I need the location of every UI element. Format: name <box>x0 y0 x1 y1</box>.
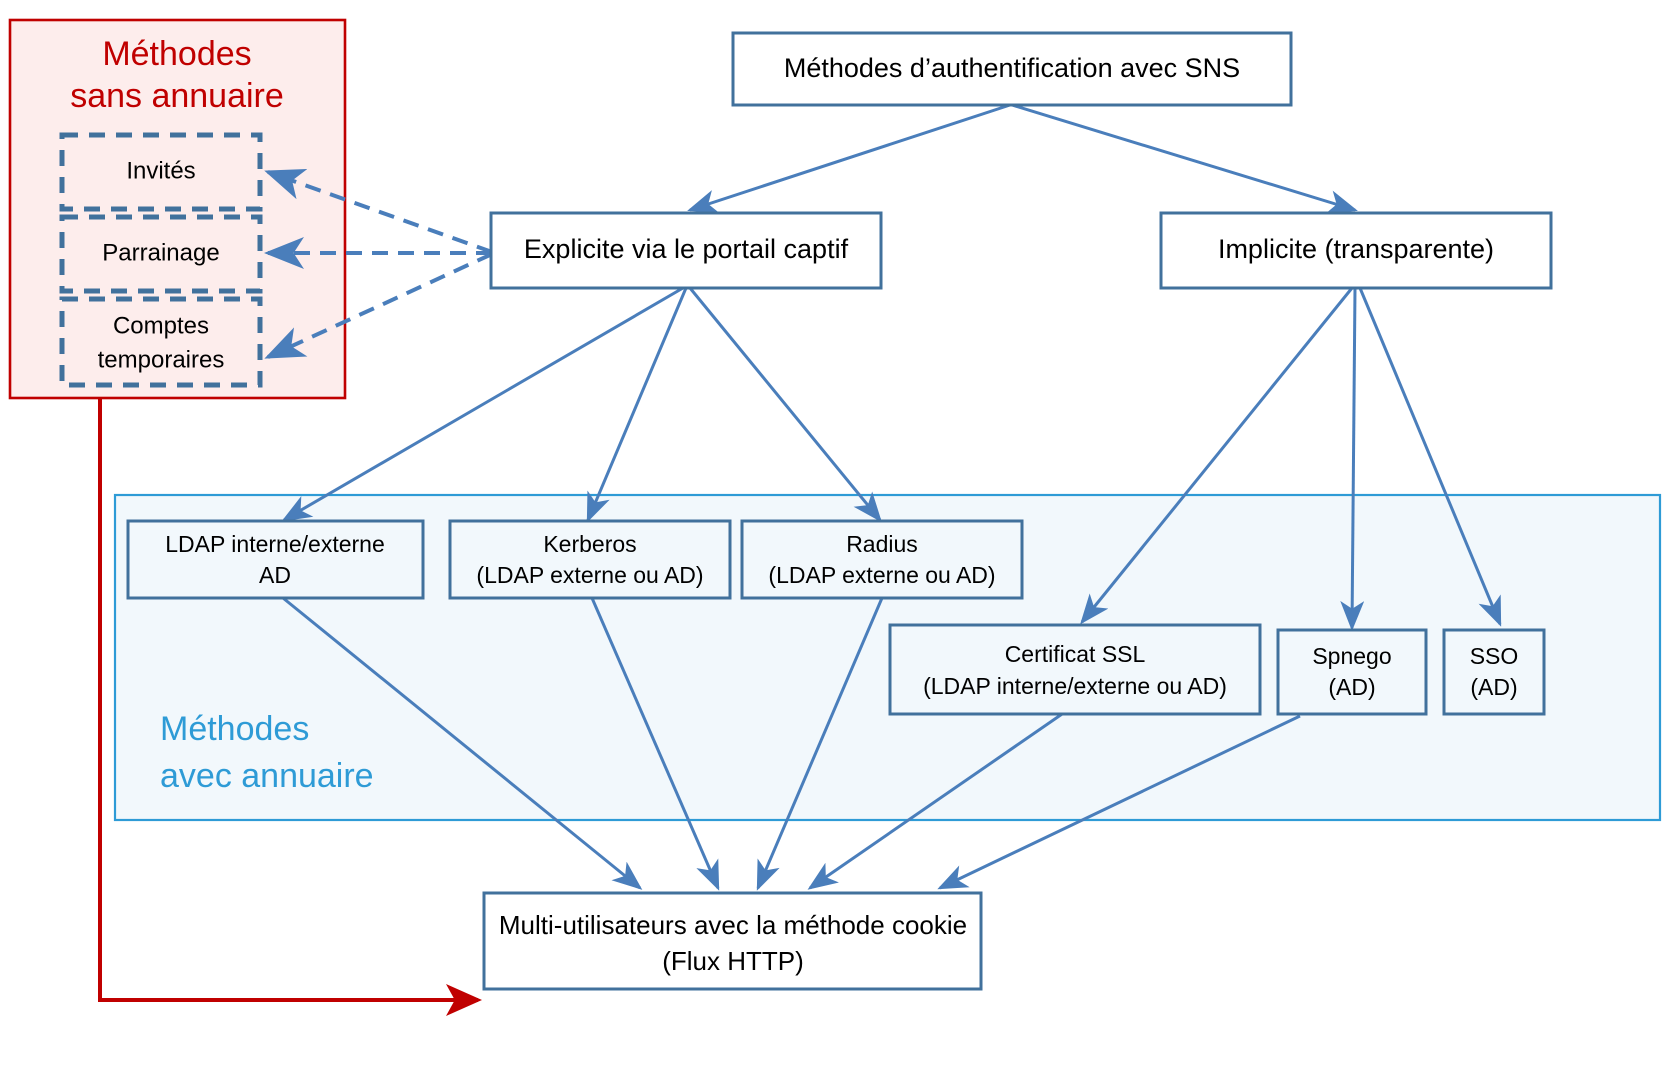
node-explicite-label: Explicite via le portail captif <box>524 234 849 264</box>
node-radius-label-line1: Radius <box>846 531 918 557</box>
arrow-explicite-to-kerberos <box>586 287 688 523</box>
arrow-radius-to-multi <box>756 597 884 891</box>
node-implicite[interactable]: Implicite (transparente) <box>1159 211 1553 290</box>
arrow-sans-annuaire-to-multi <box>98 398 482 1016</box>
node-certificat-ssl-label-line2: (LDAP interne/externe ou AD) <box>923 673 1227 699</box>
node-implicite-label: Implicite (transparente) <box>1218 234 1494 264</box>
node-certificat-ssl[interactable]: Certificat SSL (LDAP interne/externe ou … <box>888 623 1262 716</box>
arrow-ldap-to-multi <box>282 596 643 890</box>
node-titre-methodes-authentification[interactable]: Méthodes d’authentification avec SNS <box>731 31 1293 107</box>
node-invites-label: Invités <box>126 157 195 184</box>
node-invites[interactable]: Invités <box>59 132 263 212</box>
node-parrainage[interactable]: Parrainage <box>59 214 263 294</box>
arrow-explicite-to-comptes-temporaires <box>264 252 493 359</box>
node-kerberos-box[interactable] <box>448 519 732 600</box>
node-kerberos-label-line2: (LDAP externe ou AD) <box>476 562 703 588</box>
node-comptes-temporaires-label-line2: temporaires <box>98 346 225 373</box>
node-titre-label: Méthodes d’authentification avec SNS <box>784 53 1240 83</box>
node-kerberos[interactable]: Kerberos (LDAP externe ou AD) <box>448 519 732 600</box>
arrow-kerberos-to-multi <box>590 597 720 891</box>
panel-blue-title-line1: Méthodes <box>160 710 309 748</box>
node-spnego-label-line2: (AD) <box>1328 674 1375 700</box>
node-sso-label-line1: SSO <box>1470 643 1519 669</box>
node-comptes-temporaires-box[interactable] <box>59 296 263 388</box>
node-titre-box[interactable] <box>731 31 1293 107</box>
node-kerberos-label-line1: Kerberos <box>543 531 636 557</box>
arrow-implicite-to-spnego <box>1340 287 1365 631</box>
node-radius[interactable]: Radius (LDAP externe ou AD) <box>740 519 1024 600</box>
node-implicite-box[interactable] <box>1159 211 1553 290</box>
node-multi-utilisateurs[interactable]: Multi-utilisateurs avec la méthode cooki… <box>482 891 983 991</box>
node-multi-utilisateurs-label-line1: Multi-utilisateurs avec la méthode cooki… <box>499 910 967 940</box>
node-ldap-label-line1: LDAP interne/externe <box>165 531 385 557</box>
node-radius-box[interactable] <box>740 519 1024 600</box>
node-comptes-temporaires-label-line1: Comptes <box>113 312 209 339</box>
arrow-implicite-to-sso <box>1358 287 1502 627</box>
arrow-explicite-to-radius <box>688 287 882 523</box>
node-explicite[interactable]: Explicite via le portail captif <box>489 211 883 290</box>
node-ldap[interactable]: LDAP interne/externe AD <box>126 519 425 600</box>
arrow-explicite-to-invites <box>264 169 493 254</box>
panel-red-title-line2: sans annuaire <box>70 77 284 115</box>
arrow-titre-to-explicite <box>687 103 1011 213</box>
node-parrainage-box[interactable] <box>59 214 263 294</box>
node-sso-box[interactable] <box>1442 628 1546 716</box>
node-radius-label-line2: (LDAP externe ou AD) <box>768 562 995 588</box>
node-sso[interactable]: SSO (AD) <box>1442 628 1546 716</box>
node-ldap-label-line2: AD <box>259 562 291 588</box>
node-explicite-box[interactable] <box>489 211 883 290</box>
arrow-titre-to-implicite <box>1011 103 1358 214</box>
node-certificat-ssl-box[interactable] <box>888 623 1262 716</box>
panel-blue-title-line2: avec annuaire <box>160 757 374 795</box>
arrow-certificat-ssl-to-multi <box>807 710 1066 890</box>
node-certificat-ssl-label-line1: Certificat SSL <box>1005 641 1146 667</box>
node-invites-box[interactable] <box>59 132 263 212</box>
node-ldap-box[interactable] <box>126 519 425 600</box>
node-parrainage-label: Parrainage <box>102 239 219 266</box>
node-spnego-label-line1: Spnego <box>1312 643 1391 669</box>
arrow-spnego-to-multi <box>937 714 1301 890</box>
node-multi-utilisateurs-box[interactable] <box>482 891 983 991</box>
node-spnego-box[interactable] <box>1276 628 1428 716</box>
node-sso-label-line2: (AD) <box>1470 674 1517 700</box>
panel-red-title-line1: Méthodes <box>102 35 251 73</box>
node-comptes-temporaires[interactable]: Comptes temporaires <box>59 296 263 388</box>
arrow-explicite-to-ldap <box>281 286 684 522</box>
arrow-implicite-to-certificat-ssl <box>1080 287 1354 625</box>
node-multi-utilisateurs-label-line2: (Flux HTTP) <box>662 946 804 976</box>
node-spnego[interactable]: Spnego (AD) <box>1276 628 1428 716</box>
